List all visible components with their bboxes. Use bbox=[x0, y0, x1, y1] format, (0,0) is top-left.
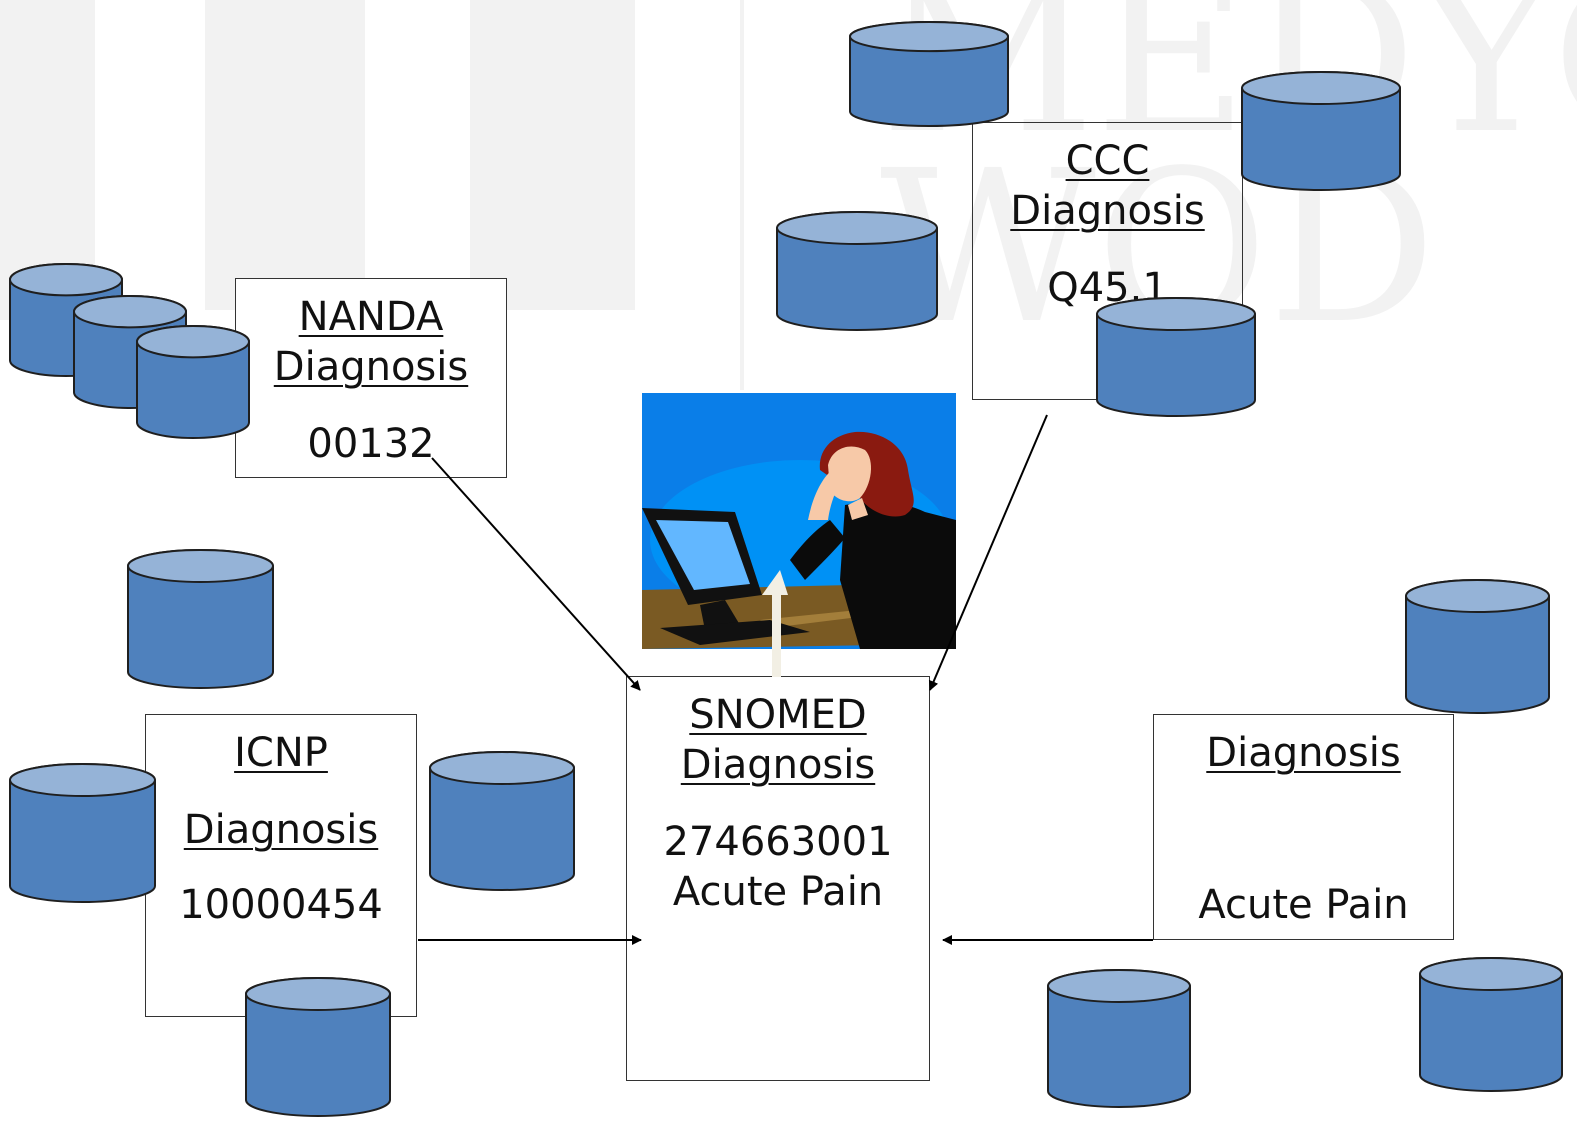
ccc-title: CCC bbox=[1065, 138, 1150, 184]
database-icon bbox=[849, 21, 1009, 127]
database-icon bbox=[1405, 579, 1550, 714]
database-icon bbox=[136, 325, 250, 439]
database-icon bbox=[776, 211, 938, 331]
nanda-title: NANDA bbox=[298, 294, 444, 340]
arrow-ccc-to-snomed bbox=[928, 414, 1048, 691]
snomed-code: 274663001 bbox=[663, 819, 893, 865]
snomed-subtitle: Diagnosis bbox=[680, 742, 876, 788]
database-icon bbox=[1241, 71, 1401, 191]
ccc-subtitle: Diagnosis bbox=[1010, 188, 1205, 234]
generic-term: Acute Pain bbox=[1198, 882, 1409, 928]
snomed-diagnosis-box: SNOMED Diagnosis 274663001 Acute Pain bbox=[626, 676, 930, 1081]
nanda-code: 00132 bbox=[307, 421, 435, 467]
database-icon bbox=[1419, 957, 1563, 1092]
database-icon bbox=[9, 763, 156, 903]
generic-title: Diagnosis bbox=[1206, 730, 1401, 776]
database-icon bbox=[127, 549, 274, 689]
nanda-diagnosis-box: NANDA Diagnosis 00132 bbox=[235, 278, 507, 478]
nanda-subtitle: Diagnosis bbox=[273, 344, 469, 390]
database-icon bbox=[429, 751, 575, 891]
icnp-title: ICNP bbox=[234, 730, 328, 776]
snomed-title: SNOMED bbox=[689, 692, 867, 738]
icnp-diagnosis-box: ICNP Diagnosis 10000454 bbox=[145, 714, 417, 1017]
watermark-bars bbox=[0, 0, 744, 390]
database-icon bbox=[1047, 969, 1191, 1108]
database-icon bbox=[245, 977, 391, 1117]
arrow-nanda-to-snomed bbox=[431, 457, 641, 691]
woman-at-computer-icon bbox=[642, 393, 956, 677]
icnp-code: 10000454 bbox=[179, 882, 383, 928]
generic-diagnosis-box: Diagnosis Acute Pain bbox=[1153, 714, 1454, 940]
icnp-subtitle: Diagnosis bbox=[183, 807, 379, 853]
snomed-term: Acute Pain bbox=[672, 869, 884, 915]
database-icon bbox=[1096, 297, 1256, 417]
